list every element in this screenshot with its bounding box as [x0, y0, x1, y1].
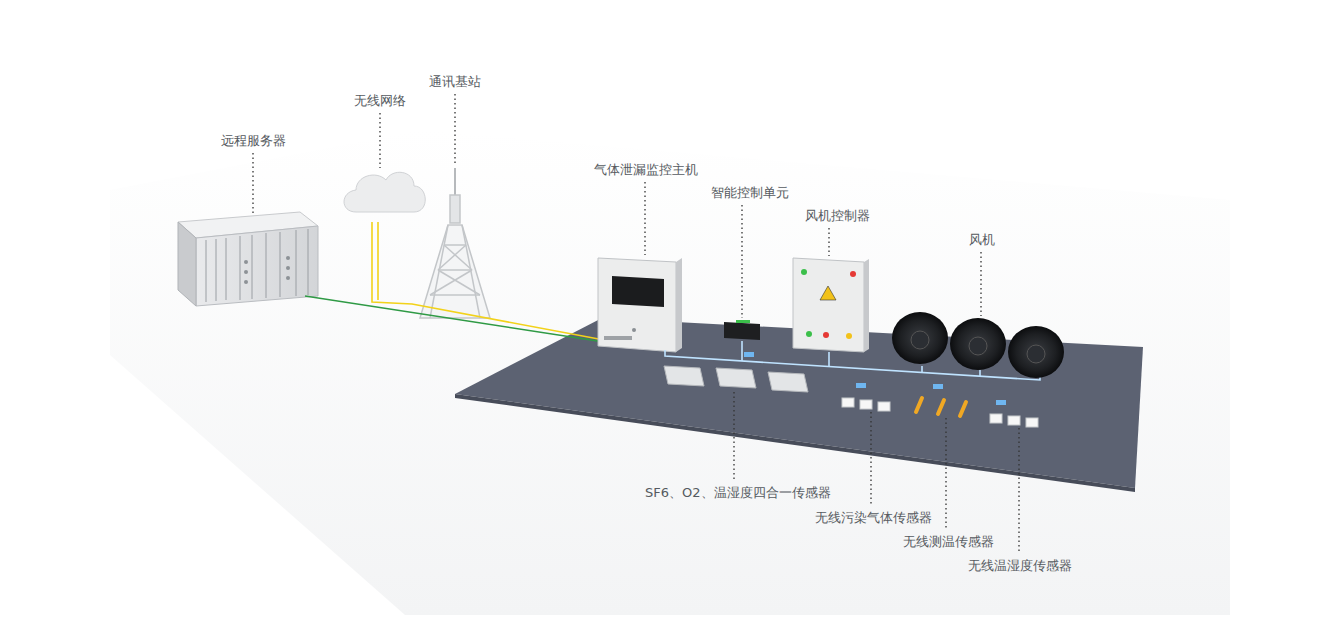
- control-unit-label: 智能控制单元: [709, 185, 791, 201]
- wireless-humidity-sensors: [990, 400, 1038, 427]
- monitoring-host: [598, 258, 682, 352]
- host-label: 气体泄漏监控主机: [592, 162, 700, 178]
- sensor-label: SF6、O2、温湿度四合一传感器: [643, 485, 833, 501]
- four-in-one-sensors: [664, 352, 808, 392]
- sensor-label: 无线污染气体传感器: [813, 510, 934, 526]
- sensor-label: 无线测温传感器: [901, 534, 996, 550]
- smart-control-unit: [724, 320, 760, 340]
- fan-controller-label: 风机控制器: [803, 208, 872, 224]
- sensor-label: 无线温湿度传感器: [966, 558, 1074, 574]
- wireless-temperature-sensors: [916, 384, 966, 416]
- wireless-gas-sensors: [842, 383, 890, 411]
- leader-lines: [253, 94, 1019, 553]
- fans: [892, 312, 1064, 378]
- platform-edge: [455, 394, 1135, 492]
- network-wires: [305, 222, 604, 342]
- cloud-icon: [344, 172, 425, 212]
- remote-server: [178, 212, 318, 306]
- tower-label: 通讯基站: [427, 74, 483, 90]
- network-label: 无线网络: [352, 93, 408, 109]
- communication-tower: [420, 168, 490, 318]
- fan-controller: [793, 258, 869, 352]
- server-label: 远程服务器: [219, 133, 288, 149]
- fan-label: 风机: [967, 232, 997, 248]
- ground-shade: [110, 130, 1230, 615]
